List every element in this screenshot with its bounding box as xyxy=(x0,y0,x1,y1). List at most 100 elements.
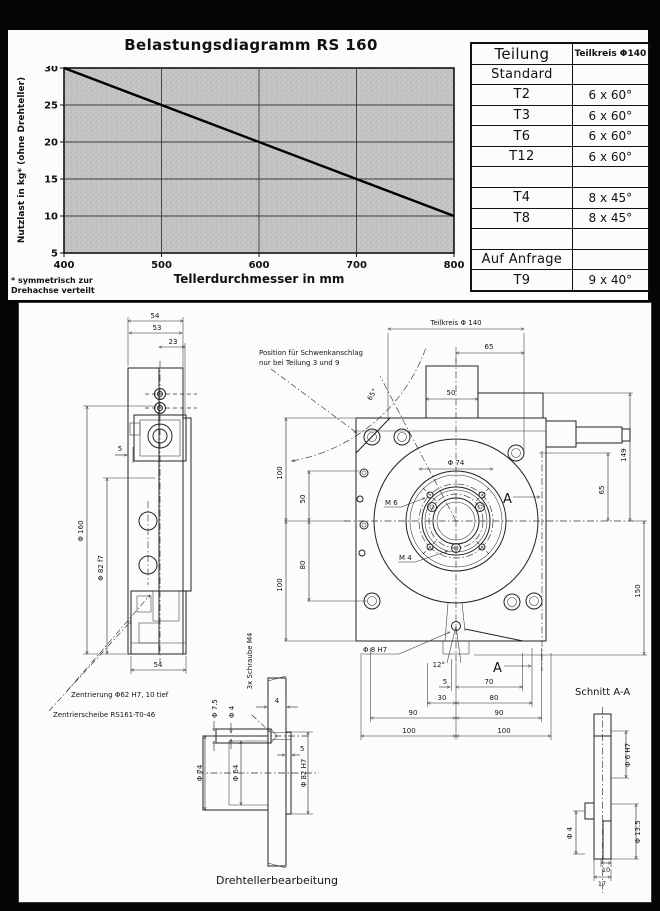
dim-bottom-5: 5 xyxy=(443,678,447,686)
corner-screws xyxy=(363,428,543,611)
chart-tick-label-y: 10 xyxy=(44,212,58,223)
dim-mach-d64: Φ 64 xyxy=(232,764,240,781)
section-title: Schnitt A-A xyxy=(575,687,630,698)
table-cell-winkel: 6 x 60° xyxy=(588,129,633,144)
table-cell-winkel: 9 x 40° xyxy=(588,273,633,288)
table-cell-teilung: T12 xyxy=(472,146,573,167)
dim-mach-d74: Φ 74 xyxy=(196,764,204,781)
dim-side-23: 23 xyxy=(169,338,178,346)
dim-sec-d4: Φ 4 xyxy=(566,826,574,839)
chart-footnote: * symmetrisch zur Drehachse verteilt xyxy=(11,276,95,296)
dim-right-150: 150 xyxy=(634,584,642,597)
dim-angle-65: 65° xyxy=(366,387,379,402)
dim-left-80: 80 xyxy=(299,561,307,570)
table-row xyxy=(472,166,648,188)
dim-mach-4: 4 xyxy=(275,697,280,705)
dim-bottom-90a: 90 xyxy=(409,709,418,717)
table-cell-winkel xyxy=(573,167,648,187)
technical-drawing-panel: 54 53 23 5 Φ 160 Φ 82 f7 54 Zentrierung … xyxy=(18,302,652,903)
annotation-schwenkanschlag-2: nur bei Teilung 3 und 9 xyxy=(259,359,339,367)
annotation-schraube: 3x Schraube M4 xyxy=(246,632,254,689)
dim-side-bottom-54: 54 xyxy=(154,661,163,669)
dim-top-50: 50 xyxy=(447,389,456,397)
chart-tick-label-x: 400 xyxy=(54,260,75,271)
dim-sec-17: 17 xyxy=(598,880,606,888)
machining-view: 4 5 Φ 7.5 Φ 4 Φ 74 Φ 64 Φ 82 H7 3x Schra… xyxy=(196,632,338,887)
datasheet-top-panel: Belastungsdiagramm RS 160 Nutzlast in kg… xyxy=(8,30,650,300)
dim-sec-d135: Φ 13.5 xyxy=(634,820,642,843)
table-row: T2 6 x 60° xyxy=(472,84,648,105)
table-cell-teilung: T9 xyxy=(472,270,573,290)
chart-tick-label-x: 700 xyxy=(346,260,367,271)
annotation-schwenkanschlag-1: Position für Schwenkanschlag xyxy=(259,349,363,357)
table-cell-winkel xyxy=(573,65,648,85)
table-cell-winkel: 6 x 60° xyxy=(588,87,633,102)
chart-tick-label-y: 5 xyxy=(51,249,58,260)
annotation-zentrierung: Zentrierung Φ62 H7, 10 tief xyxy=(71,691,169,699)
dim-bottom-30: 30 xyxy=(438,694,447,702)
table-cell-winkel: 6 x 60° xyxy=(588,108,633,123)
dim-mach-d4: Φ 4 xyxy=(228,705,236,718)
table-cell-teilung: Auf Anfrage xyxy=(472,249,573,270)
section-view: Schnitt A-A Φ 6 H7 Φ 13.5 Φ 4 10 17 xyxy=(566,687,642,893)
dim-mach-d75: Φ 7.5 xyxy=(211,699,219,718)
table-row: T6 6 x 60° xyxy=(472,125,648,146)
table-cell-winkel: 8 x 45° xyxy=(588,211,633,226)
dim-mach-d82: Φ 82 H7 xyxy=(300,759,308,788)
dim-right-149: 149 xyxy=(620,448,628,461)
dim-bottom-80: 80 xyxy=(490,694,499,702)
dim-d8h7: Φ 8 H7 xyxy=(363,646,387,654)
table-row: Auf Anfrage xyxy=(472,248,648,270)
top-view: 12° Φ 8 H7 Φ 74 M 6 M 4 A A 65° Position… xyxy=(259,319,647,740)
table-row: T9 9 x 40° xyxy=(472,269,648,290)
dim-side-53: 53 xyxy=(153,324,162,332)
section-marker-a-top: A xyxy=(503,492,512,507)
chart-tick-label-y: 25 xyxy=(44,101,58,112)
dim-bottom-100a: 100 xyxy=(402,727,415,735)
dim-side-d82: Φ 82 f7 xyxy=(97,555,105,581)
dim-side-54: 54 xyxy=(151,312,160,320)
chart-tick-label-y: 20 xyxy=(44,138,58,149)
table-cell-teilung: T6 xyxy=(472,126,573,146)
dim-bottom-90b: 90 xyxy=(495,709,504,717)
dim-side-5: 5 xyxy=(118,445,122,453)
dim-sec-d6: Φ 6 H7 xyxy=(624,743,632,767)
dim-left-100b: 100 xyxy=(276,578,284,591)
table-header-teilkreis: Teilkreis Φ140 xyxy=(574,48,647,59)
dim-bottom-70: 70 xyxy=(485,678,494,686)
table-cell-teilung: T4 xyxy=(472,188,573,208)
table-header-teilung: Teilung xyxy=(472,44,573,64)
dim-left-100a: 100 xyxy=(276,466,284,479)
table-cell-teilung xyxy=(472,167,573,188)
chart-tick-label-y: 30 xyxy=(44,66,58,75)
dim-mach-5: 5 xyxy=(300,745,304,753)
annotation-zentrierscheibe: Zentrierscheibe RS161-T0-46 xyxy=(53,711,156,719)
dim-bottom-100b: 100 xyxy=(497,727,510,735)
dim-m6: M 6 xyxy=(385,499,398,507)
table-cell-winkel: 8 x 45° xyxy=(588,190,633,205)
dim-top-65: 65 xyxy=(485,343,494,351)
chart-tick-label-y: 15 xyxy=(44,175,58,186)
dim-m4: M 4 xyxy=(399,554,412,562)
table-row: Standard xyxy=(472,63,648,85)
chart-series-line xyxy=(63,66,455,218)
table-cell-winkel xyxy=(573,229,648,249)
table-cell-winkel xyxy=(573,250,648,270)
technical-drawing: 54 53 23 5 Φ 160 Φ 82 f7 54 Zentrierung … xyxy=(48,312,647,893)
table-row: T4 8 x 45° xyxy=(472,187,648,208)
table-cell-teilung: Standard xyxy=(472,64,573,85)
dim-teilkreis: Teilkreis Φ 140 xyxy=(429,319,481,327)
chart-tick-label-x: 800 xyxy=(444,260,465,271)
dim-right-65: 65 xyxy=(598,486,606,495)
dim-angle-12: 12° xyxy=(433,661,445,669)
side-view: 54 53 23 5 Φ 160 Φ 82 f7 54 Zentrierung … xyxy=(48,312,197,719)
table-cell-teilung: T2 xyxy=(472,85,573,105)
section-marker-a-bottom: A xyxy=(493,661,502,676)
chart-y-axis-label: Nutzlast in kg* (ohne Drehteller) xyxy=(17,76,27,244)
